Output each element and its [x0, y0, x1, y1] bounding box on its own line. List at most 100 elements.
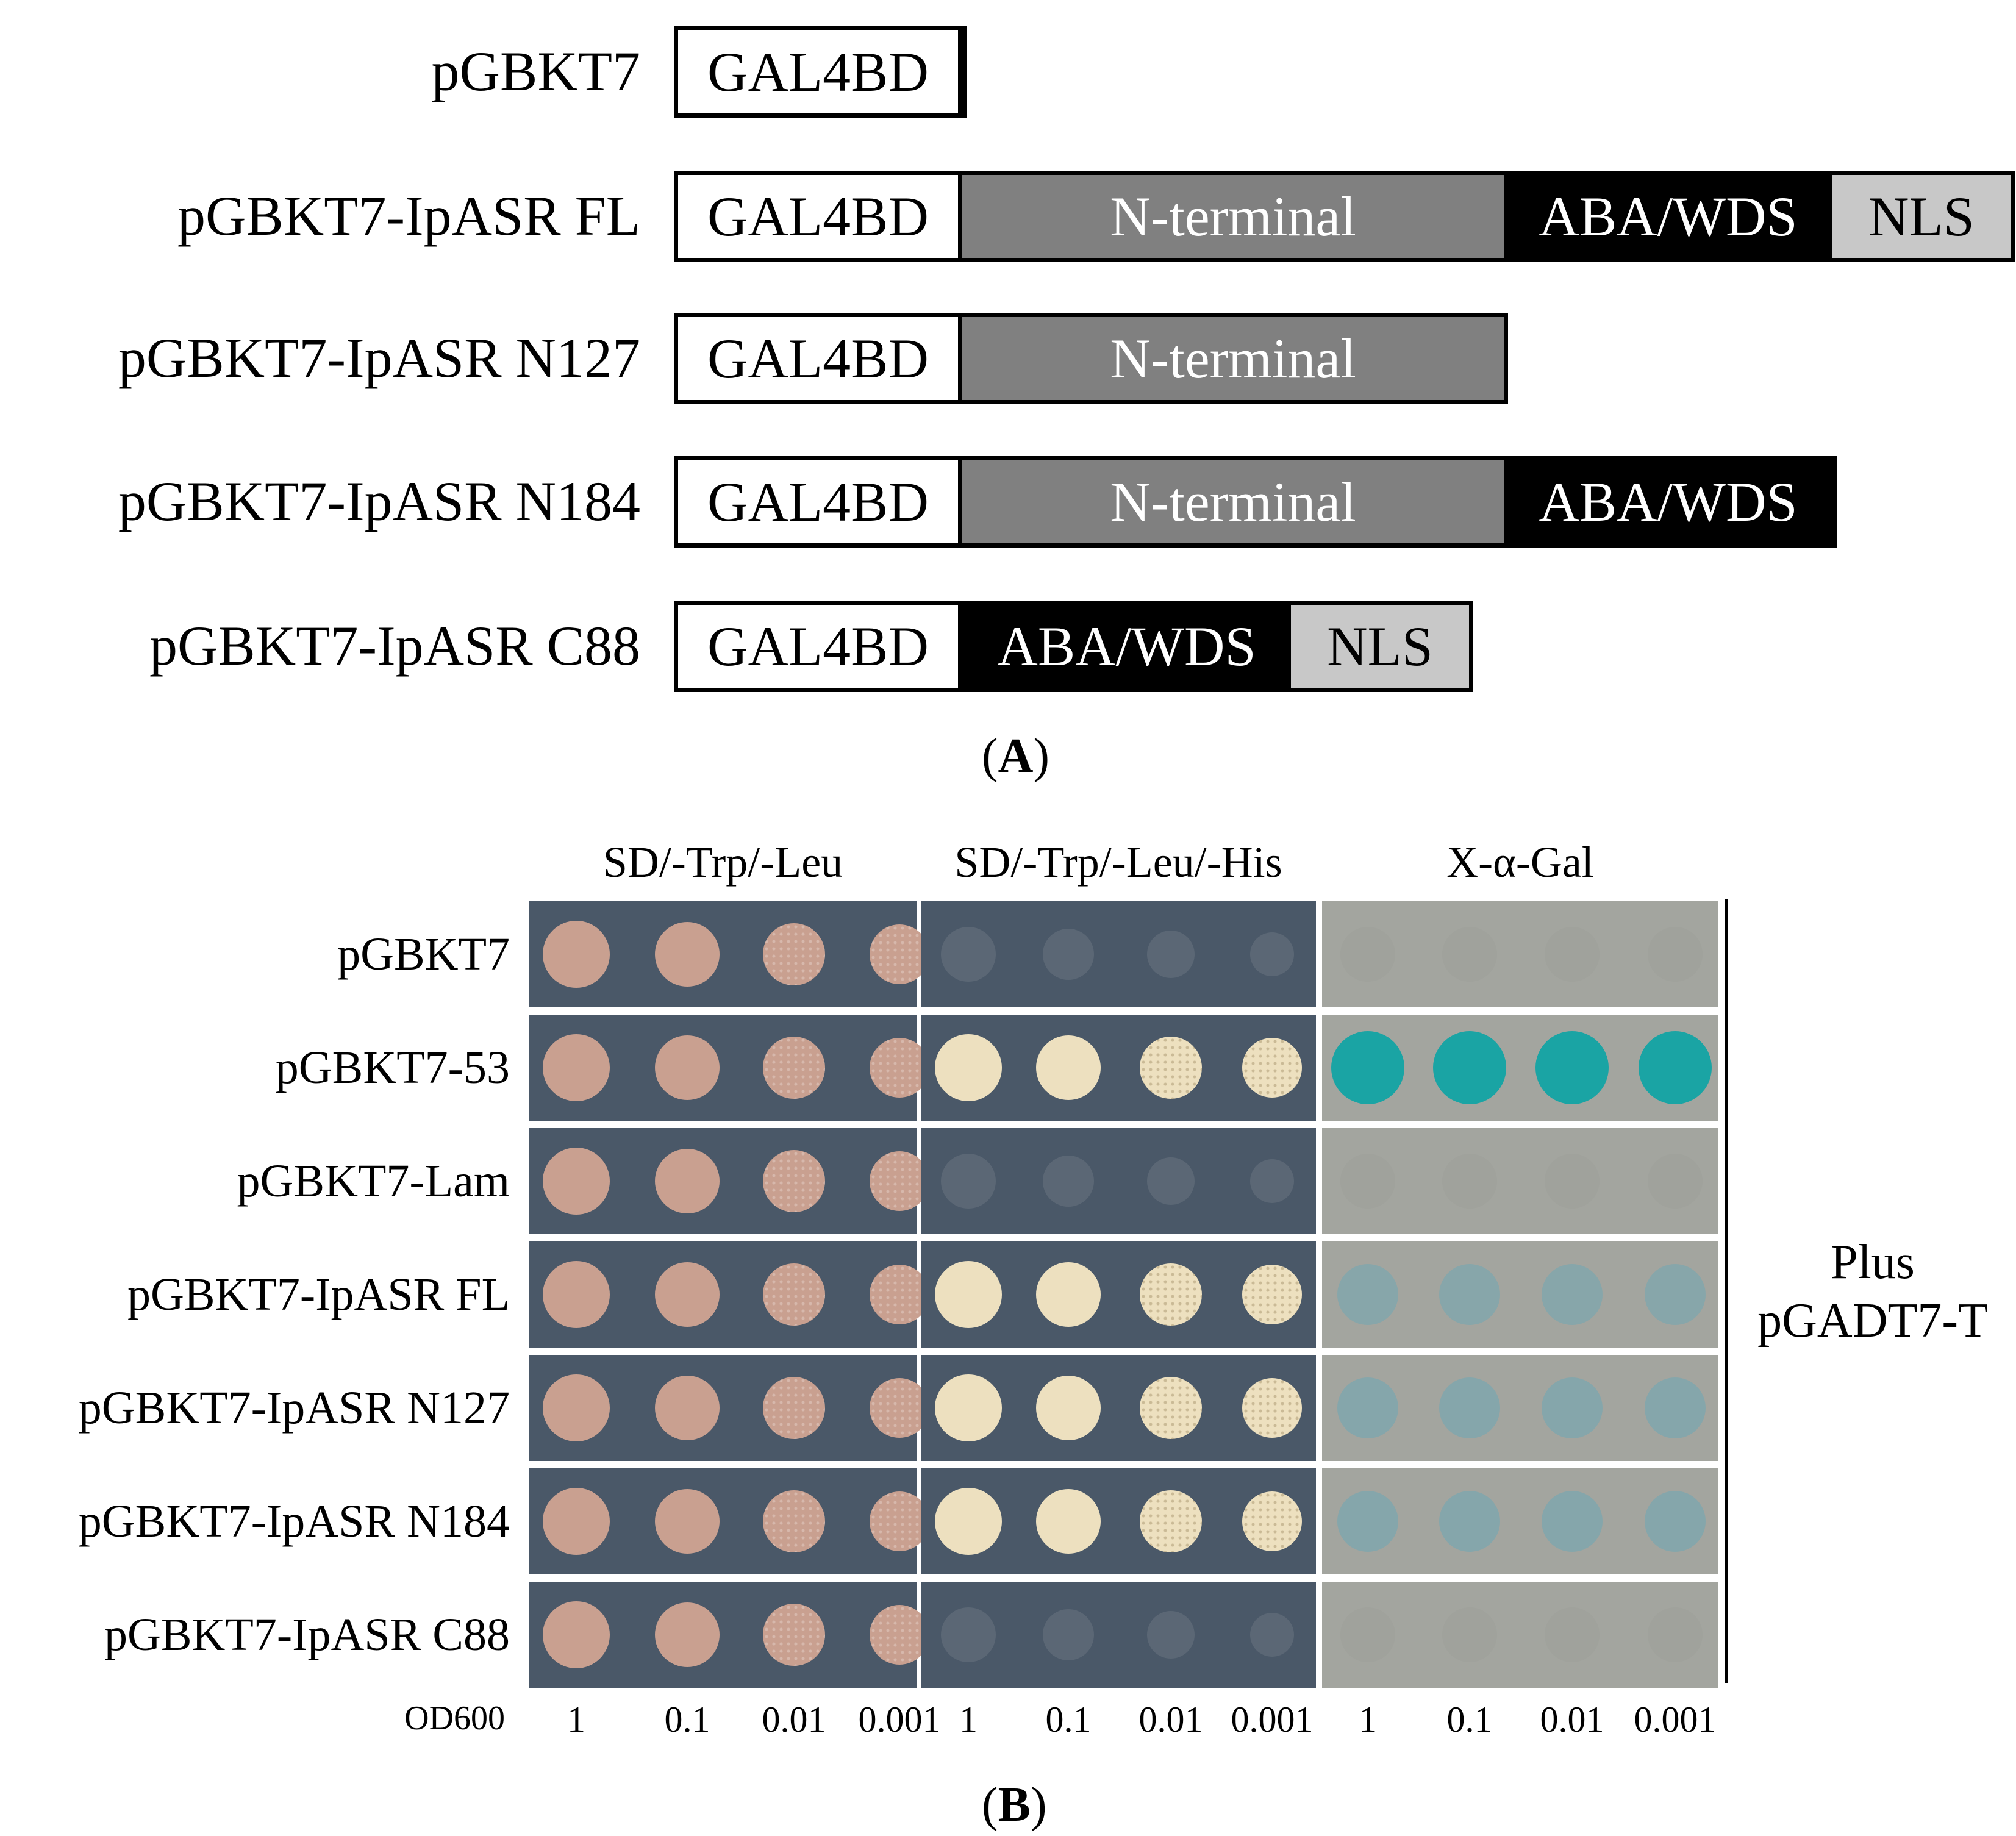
- od-dilution-label: 1: [567, 1699, 585, 1740]
- colony-spot: [1545, 1607, 1600, 1662]
- colony-spot: [1645, 1377, 1706, 1438]
- plate-section: [1322, 1128, 1718, 1234]
- od-dilution-label: 1: [959, 1699, 978, 1740]
- domain-nterm: N-terminal: [962, 175, 1504, 258]
- colony-spot: [763, 1604, 825, 1666]
- colony-spot: [1639, 1031, 1712, 1104]
- domain-aba: ABA/WDS: [962, 605, 1291, 688]
- plate-section: [921, 1015, 1316, 1121]
- medium-header: SD/-Trp/-Leu/-His: [954, 838, 1282, 887]
- colony-spot: [935, 1261, 1002, 1328]
- colony-spot: [1648, 927, 1703, 982]
- plate-section: [529, 1241, 929, 1348]
- colony-spot: [655, 1149, 720, 1213]
- plate-section: [529, 1355, 929, 1461]
- colony-spot: [1147, 1611, 1195, 1659]
- plate-section: [921, 1355, 1316, 1461]
- plate-section: [1322, 1355, 1718, 1461]
- colony-spot: [543, 1374, 610, 1441]
- colony-spot: [1648, 1154, 1703, 1209]
- colony-spot: [1648, 1607, 1703, 1662]
- colony-spot: [935, 1488, 1002, 1555]
- domain-nterm: N-terminal: [962, 317, 1504, 400]
- colony-spot: [1250, 1613, 1294, 1657]
- colony-spot: [1250, 932, 1294, 976]
- colony-spot: [543, 1148, 610, 1215]
- od-axis-title: OD600: [404, 1699, 505, 1737]
- plate-section: [1322, 1015, 1718, 1121]
- strain-row-label: pGBKT7-IpASR C88: [104, 1609, 510, 1660]
- colony-spot: [870, 1378, 929, 1438]
- od-dilution-label: 0.01: [1540, 1699, 1604, 1740]
- colony-spot: [763, 1150, 825, 1212]
- construct-label: pGBKT7-IpASR C88: [149, 615, 640, 677]
- colony-spot: [1242, 1038, 1302, 1098]
- colony-spot: [763, 1037, 825, 1099]
- colony-spot: [655, 1489, 720, 1554]
- colony-spot: [1036, 1489, 1101, 1554]
- colony-spot: [655, 1376, 720, 1440]
- colony-spot: [870, 924, 929, 984]
- strain-row-label: pGBKT7-53: [275, 1042, 510, 1093]
- colony-spot: [1545, 1154, 1600, 1209]
- od-dilution-label: 1: [1359, 1699, 1377, 1740]
- plus-pgadt7-label: Plus pGADT7-T: [1757, 1235, 1988, 1348]
- strain-row-label: pGBKT7-IpASR N127: [78, 1382, 510, 1434]
- colony-spot: [1340, 1154, 1395, 1209]
- panel-a-label: (A): [982, 729, 1050, 783]
- domain-nls: NLS: [1832, 175, 2011, 258]
- colony-spot: [870, 1491, 929, 1551]
- strain-row-label: pGBKT7: [337, 929, 510, 980]
- colony-spot: [763, 923, 825, 985]
- colony-spot: [1043, 1156, 1094, 1207]
- colony-spot: [870, 1038, 929, 1098]
- colony-spot: [1442, 1607, 1497, 1662]
- colony-spot: [543, 1261, 610, 1328]
- plus-bracket-line: [1725, 899, 1728, 1683]
- colony-spot: [1147, 1157, 1195, 1205]
- colony-spot: [1442, 927, 1497, 982]
- colony-spot: [543, 1488, 610, 1555]
- colony-spot: [1242, 1265, 1302, 1324]
- strain-row-label: pGBKT7-Lam: [237, 1156, 510, 1207]
- strain-row-label: pGBKT7-IpASR FL: [127, 1269, 510, 1320]
- colony-spot: [1337, 1491, 1398, 1552]
- colony-spot: [763, 1377, 825, 1439]
- od-dilution-label: 0.001: [1634, 1699, 1717, 1740]
- plate-section: [529, 1582, 929, 1688]
- plate-section: [921, 1468, 1316, 1574]
- construct-bar: GAL4BD: [674, 26, 967, 118]
- plate-section: [1322, 901, 1718, 1007]
- colony-spot: [1439, 1491, 1500, 1552]
- colony-spot: [1535, 1031, 1609, 1104]
- colony-spot: [1140, 1490, 1202, 1552]
- od-dilution-label: 0.001: [1231, 1699, 1314, 1740]
- colony-spot: [870, 1605, 929, 1665]
- colony-spot: [1542, 1377, 1603, 1438]
- medium-header: X-α-Gal: [1446, 838, 1594, 887]
- colony-spot: [763, 1263, 825, 1326]
- colony-spot: [1242, 1491, 1302, 1551]
- colony-spot: [870, 1151, 929, 1211]
- colony-spot: [655, 1035, 720, 1100]
- colony-spot: [1140, 1037, 1202, 1099]
- colony-spot: [941, 1607, 996, 1662]
- colony-spot: [1545, 927, 1600, 982]
- colony-spot: [543, 1601, 610, 1668]
- colony-spot: [935, 1374, 1002, 1441]
- colony-spot: [763, 1490, 825, 1552]
- domain-gal: GAL4BD: [678, 30, 962, 113]
- plate-section: [1322, 1468, 1718, 1574]
- colony-spot: [1337, 1264, 1398, 1325]
- plate-section: [921, 1128, 1316, 1234]
- plate-section: [1322, 1582, 1718, 1688]
- od-dilution-label: 0.1: [1446, 1699, 1493, 1740]
- colony-spot: [935, 1034, 1002, 1101]
- colony-spot: [1645, 1264, 1706, 1325]
- colony-spot: [1645, 1491, 1706, 1552]
- construct-label: pGBKT7-IpASR FL: [177, 185, 640, 247]
- colony-spot: [870, 1265, 929, 1324]
